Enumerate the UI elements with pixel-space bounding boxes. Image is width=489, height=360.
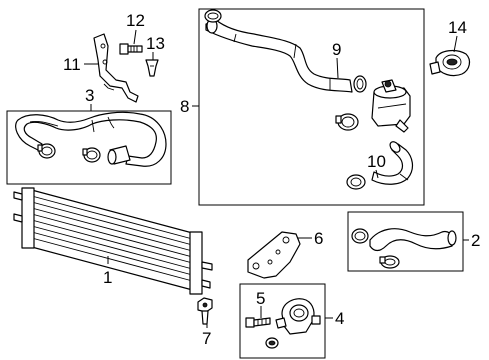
leader-12 bbox=[133, 29, 137, 45]
auxiliary-pump-8 bbox=[371, 79, 411, 133]
lower-hose-10 bbox=[371, 141, 414, 185]
hose-clamp-3a bbox=[37, 143, 56, 159]
hose-clamp-8b bbox=[353, 75, 367, 93]
callout-4: 4 bbox=[335, 309, 344, 328]
coolant-pump-4 bbox=[275, 298, 321, 335]
hose-clamp-3b bbox=[82, 147, 101, 163]
hose-clamp-8a bbox=[204, 9, 222, 23]
hose-clamp-2a bbox=[351, 228, 369, 244]
clamp-ring-14 bbox=[429, 49, 471, 77]
bolt-5 bbox=[245, 317, 271, 328]
group-box-4 bbox=[239, 283, 326, 359]
hose-clamp-2b bbox=[379, 255, 400, 269]
bolt-12 bbox=[119, 43, 143, 55]
hose-clamp-8c bbox=[335, 113, 359, 131]
group-box-2 bbox=[347, 211, 464, 272]
hose-2 bbox=[369, 228, 457, 252]
group-box-3 bbox=[6, 110, 172, 185]
callout-10: 10 bbox=[367, 152, 386, 171]
callout-6: 6 bbox=[314, 229, 323, 248]
leader-lines bbox=[84, 29, 469, 328]
leader-14 bbox=[453, 35, 458, 53]
callout-13: 13 bbox=[146, 34, 165, 53]
upper-hose-9 bbox=[205, 18, 353, 93]
callout-8: 8 bbox=[180, 97, 189, 116]
transmission-cooler-1 bbox=[13, 187, 213, 295]
callout-7: 7 bbox=[202, 329, 211, 348]
callout-5: 5 bbox=[256, 289, 265, 308]
bolt-7 bbox=[197, 297, 213, 325]
leader-9 bbox=[336, 57, 339, 79]
callout-11: 11 bbox=[63, 55, 81, 74]
bracket-6 bbox=[247, 231, 301, 279]
bracket-11 bbox=[93, 33, 139, 103]
callout-9: 9 bbox=[332, 40, 341, 59]
callout-2: 2 bbox=[471, 231, 480, 250]
group-box-8 bbox=[198, 8, 425, 206]
coupler-3 bbox=[107, 145, 131, 165]
callout-14: 14 bbox=[448, 18, 467, 37]
push-clip-13 bbox=[145, 59, 159, 77]
leader-10 bbox=[375, 169, 379, 179]
callout-labels: 1 2 3 4 5 6 7 8 9 10 11 12 13 14 bbox=[63, 11, 480, 348]
grommet-4 bbox=[265, 337, 279, 349]
callout-1: 1 bbox=[103, 268, 112, 287]
callout-12: 12 bbox=[126, 11, 145, 30]
hose-clamp-10 bbox=[346, 174, 366, 190]
upper-hose-3 bbox=[15, 111, 167, 167]
callout-3: 3 bbox=[85, 86, 94, 105]
